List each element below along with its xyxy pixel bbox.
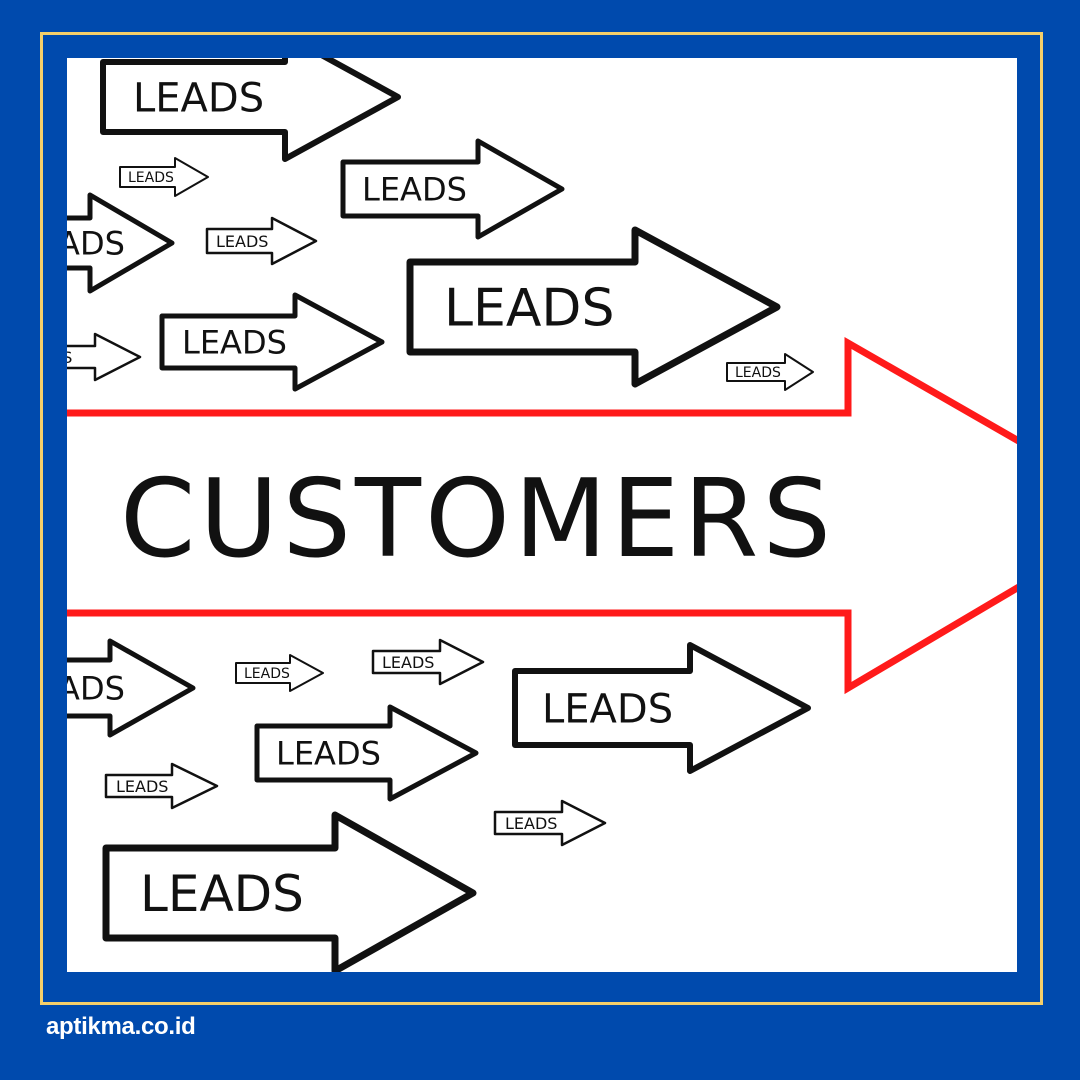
lead-arrow-outline <box>119 157 209 197</box>
lead-arrow-outline <box>205 216 318 266</box>
website-url: aptikma.co.id <box>46 1013 196 1040</box>
decorative-border <box>40 32 1043 1005</box>
lead-arrow: LEADS <box>104 762 219 810</box>
lead-arrow: LEADS <box>235 654 324 692</box>
lead-arrow: LEADS <box>102 811 477 972</box>
customers-label: CUSTOMERS <box>120 457 835 582</box>
lead-arrow: LEADS <box>67 192 175 294</box>
lead-arrow-outline <box>493 799 607 847</box>
lead-label: LEADS <box>444 279 614 339</box>
leads-to-customers-illustration: LEADS LEADS LEADS LEADS LEADS LEADS LEADS LEADS… <box>67 58 1017 972</box>
lead-arrow-outline <box>235 654 324 692</box>
lead-label: LEADS <box>67 670 125 708</box>
lead-label: LEADS <box>362 171 467 209</box>
lead-label: LEADS <box>182 324 287 362</box>
lead-arrow-outline <box>67 192 175 294</box>
lead-arrow-outline <box>726 353 814 391</box>
lead-arrow: LEADS <box>205 216 318 266</box>
lead-label: LEADS <box>276 735 381 773</box>
lead-arrow-outline <box>104 762 219 810</box>
lead-label: LEADS <box>133 75 264 121</box>
lead-label: LEADS <box>382 653 434 672</box>
lead-arrow-outline <box>254 704 479 802</box>
lead-label: LEADS <box>505 814 557 833</box>
lead-label: LEADS <box>67 348 72 367</box>
lead-arrow: LEADS <box>67 638 196 738</box>
lead-arrow: LEADS <box>100 58 401 162</box>
lead-label: LEADS <box>140 865 304 923</box>
lead-arrow-outline <box>67 332 142 382</box>
lead-arrow: LEADS <box>254 704 479 802</box>
lead-arrow: LEADS <box>340 138 565 240</box>
lead-label: LEADS <box>542 686 673 732</box>
lead-arrow-outline <box>159 292 385 392</box>
customers-arrow: CUSTOMERS <box>67 336 1017 695</box>
lead-arrow-outline <box>371 638 485 686</box>
lead-arrow: LEADS <box>67 332 142 382</box>
arrows-drawing: LEADS LEADS LEADS LEADS LEADS LEADS LEADS LEADS… <box>67 58 1017 972</box>
lead-label: LEADS <box>116 777 168 796</box>
lead-arrow: LEADS <box>493 799 607 847</box>
lead-arrow: LEADS <box>159 292 385 392</box>
lead-arrow: LEADS <box>512 642 811 774</box>
lead-arrow-outline <box>340 138 565 240</box>
lead-arrow: LEADS <box>406 226 781 388</box>
lead-label: LEADS <box>735 365 781 381</box>
lead-arrow-outline <box>102 811 477 972</box>
lead-label: LEADS <box>244 666 290 682</box>
lead-arrow: LEADS <box>119 157 209 197</box>
lead-arrow-outline <box>512 642 811 774</box>
lead-arrow: LEADS <box>371 638 485 686</box>
lead-arrow-outline <box>100 58 401 162</box>
lead-label: LEADS <box>67 225 125 263</box>
lead-arrow-outline <box>406 226 781 388</box>
lead-label: LEADS <box>128 170 174 186</box>
lead-arrow: LEADS <box>726 353 814 391</box>
lead-label: LEADS <box>216 232 268 251</box>
lead-arrow-outline <box>67 638 196 738</box>
